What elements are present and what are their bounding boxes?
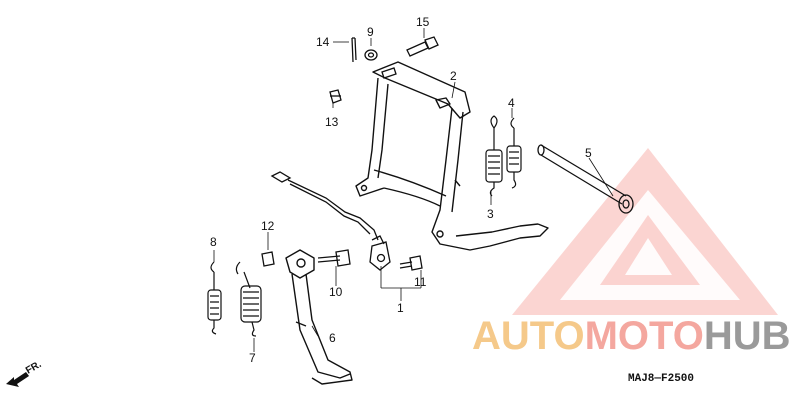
callout-12: 12	[261, 219, 275, 233]
direction-label: FR.	[24, 359, 44, 377]
pivot-shaft	[537, 144, 634, 214]
callout-3: 3	[487, 207, 494, 221]
watermark-auto: AUTO	[472, 314, 585, 358]
callout-7: 7	[249, 351, 256, 365]
small-hardware	[329, 36, 439, 104]
watermark-hub: HUB	[703, 314, 791, 358]
callout-9: 9	[367, 25, 374, 39]
front-direction-arrow: FR.	[6, 359, 44, 387]
callout-8: 8	[210, 235, 217, 249]
watermark-moto: MOTO	[584, 314, 704, 358]
stand-bolts	[261, 249, 423, 271]
callout-10: 10	[329, 285, 343, 299]
callout-5: 5	[585, 146, 592, 160]
callout-2: 2	[450, 69, 457, 83]
automotohub-watermark: AUTOMOTOHUB	[472, 316, 791, 356]
spring-8	[207, 261, 222, 335]
callout-labels: 1 2 3 4 5 6 7 8 9 10 11 12 13 14 15	[210, 15, 592, 365]
callout-1: 1	[397, 301, 404, 315]
callout-15: 15	[416, 15, 430, 29]
spring-7	[235, 261, 262, 337]
diagram-code: MAJ8—F2500	[628, 373, 695, 385]
callout-6: 6	[329, 331, 336, 345]
main-stand	[355, 61, 549, 251]
callout-13: 13	[325, 115, 339, 129]
spring-3	[485, 115, 503, 197]
callout-14: 14	[316, 35, 330, 49]
spring-4	[506, 117, 522, 189]
automotohub-logo-mark	[512, 148, 778, 315]
leader-lines	[213, 28, 614, 352]
callout-11: 11	[414, 275, 427, 289]
side-stand-switch	[270, 171, 391, 271]
side-stand	[285, 249, 353, 385]
callout-4: 4	[508, 96, 515, 110]
